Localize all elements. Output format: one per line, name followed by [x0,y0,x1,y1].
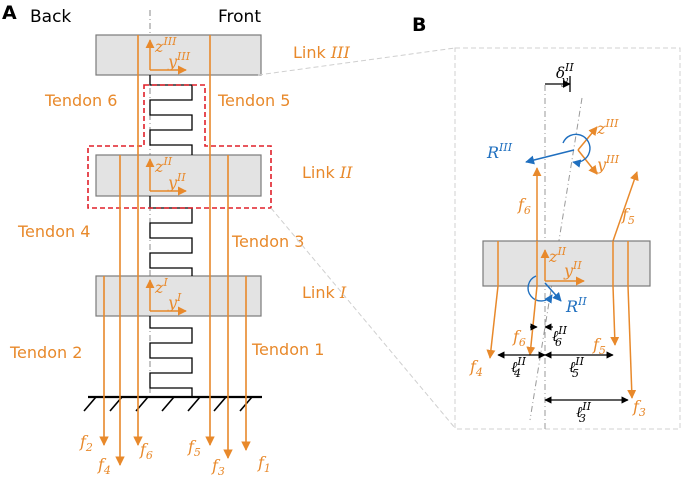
panel-a-label: A [2,2,17,24]
f5-lower-label: f5 [592,335,606,357]
tendon-lines [99,35,251,466]
frame-ii-arrows [540,249,585,286]
frame-z-iii: zIII [154,35,177,56]
tendon-3-label: Tendon 3 [231,232,304,251]
tendon-4-label: Tendon 4 [17,222,90,241]
r-ii-label: RII [565,295,587,316]
spring-upper [149,75,193,155]
r-iii-moment-icon [562,133,591,168]
f5-upper-arrow [612,171,639,242]
frame-z-i: zI [154,276,168,297]
link-iii-label: Link III [293,43,351,62]
tilted-axis [529,97,583,421]
tendon-6-label: Tendon 6 [44,91,117,110]
force-f3: f3 [211,456,225,478]
front-label: Front [218,7,261,27]
r-ii-moment-icon [527,275,553,304]
force-f5: f5 [187,437,201,459]
tendon-passages [497,241,629,286]
back-label: Back [30,7,71,27]
link-i [95,275,262,317]
link-i-label: Link I [302,283,347,302]
f3-label: f3 [632,397,646,419]
frame-z-ii: zII [154,155,173,176]
force-f1: f1 [257,453,271,475]
f5-upper-label: f5 [621,205,635,227]
r-iii-label: RIII [486,141,513,162]
dimension-arrows [497,323,629,404]
frame-iii-arrows [577,126,598,175]
zoom-connector-top [257,47,456,76]
tendon-2-label: Tendon 2 [9,343,82,362]
frame-y-ii: yII [167,171,186,192]
zoom-box [454,47,681,430]
frame-y-iii: yIII [167,50,191,71]
lower-force-arrows [486,285,637,399]
r-iii-arrow [525,149,575,165]
spring-lower [149,316,193,397]
r-ii-arrow [544,282,562,302]
panel-b-label: B [412,14,426,36]
frame-z-iii-b: zIII [596,117,619,138]
frame-y-i: yI [167,291,182,312]
zoom-connector-bottom [270,207,456,429]
force-f2: f2 [79,432,93,454]
f4-label: f4 [469,357,483,379]
force-f6: f6 [139,440,153,462]
force-f4: f4 [97,455,111,477]
f6-lower-label: f6 [512,327,526,349]
frame-y-iii-b: yIII [596,153,620,174]
tendon-5-label: Tendon 5 [217,91,290,110]
frame-arrows-a [145,39,187,316]
frame-y-ii-b: yII [563,259,582,280]
ground-hatch [83,396,253,412]
link-ii-label: Link II [302,163,353,182]
f6-upper-label: f6 [517,195,531,217]
tendon-1-label: Tendon 1 [251,340,324,359]
frame-z-ii-b: zII [548,245,567,266]
link-ii-zoom [482,240,651,287]
